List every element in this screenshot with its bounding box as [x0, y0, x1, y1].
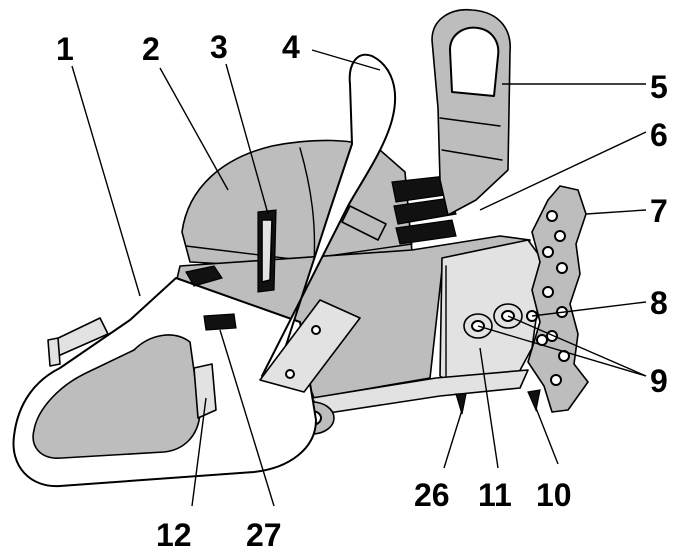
stop-switch [203, 313, 237, 331]
label-11: 11 [478, 477, 512, 513]
label-5: 5 [650, 69, 668, 105]
label-10: 10 [536, 477, 572, 513]
label-6: 6 [650, 117, 668, 153]
leader-lines [71, 49, 647, 507]
label-12: 12 [156, 517, 192, 553]
label-8: 8 [650, 285, 668, 321]
label-26: 26 [414, 477, 450, 513]
label-2: 2 [142, 31, 160, 67]
label-9: 9 [650, 363, 668, 399]
callout-labels: 1 2 3 4 5 6 7 8 9 10 11 12 26 27 [56, 29, 668, 553]
label-1: 1 [56, 31, 74, 67]
label-4: 4 [282, 29, 300, 65]
chainsaw-icon [12, 8, 589, 488]
label-27: 27 [246, 517, 282, 553]
front-handle [261, 53, 397, 377]
label-7: 7 [650, 193, 668, 229]
throttle-trigger [193, 363, 217, 419]
label-3: 3 [210, 29, 228, 65]
